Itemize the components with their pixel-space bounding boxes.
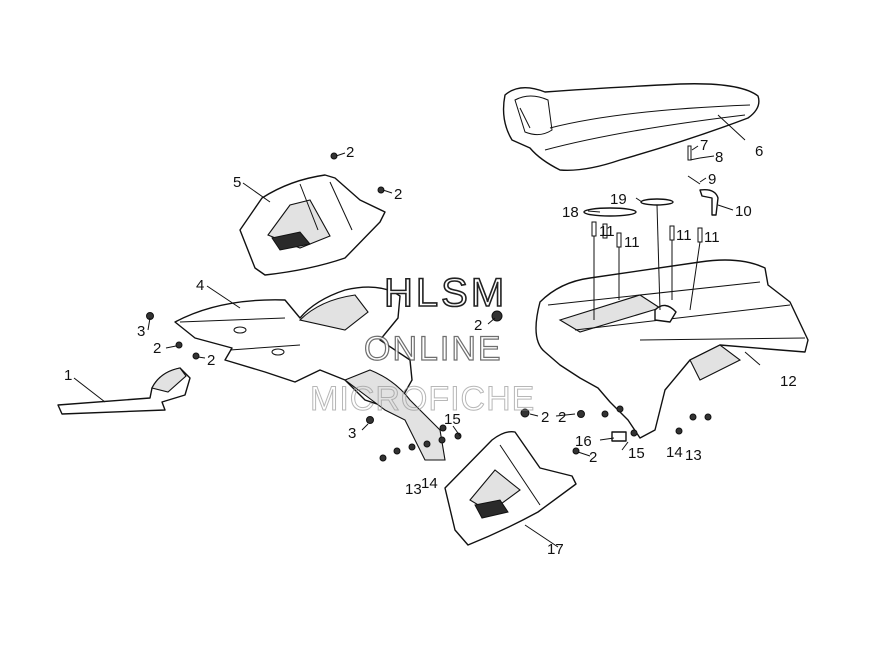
callout-2: 2	[394, 186, 402, 203]
callout-15: 15	[444, 411, 461, 428]
callout-13: 13	[405, 481, 422, 498]
rear-fender-part	[535, 259, 809, 439]
front-fender-part	[174, 286, 446, 461]
rear-side-cover-part	[444, 430, 577, 546]
watermark: HLSM ONLINE MICROFICHE	[310, 270, 535, 418]
callout-2: 2	[558, 409, 566, 426]
watermark-line3: MICROFICHE	[310, 380, 535, 418]
callout-2: 2	[207, 352, 215, 369]
callout-2: 2	[474, 317, 482, 334]
callout-10: 10	[735, 203, 752, 220]
callout-14: 14	[421, 475, 438, 492]
callout-4: 4	[196, 277, 204, 294]
callout-15: 15	[628, 445, 645, 462]
callout-1: 1	[64, 367, 72, 384]
callout-2: 2	[153, 340, 161, 357]
hardware-cluster	[583, 145, 719, 248]
callout-11: 11	[599, 223, 615, 240]
seat-part	[502, 83, 760, 171]
callout-labels: 1 3 2 2 4 5 2 2 2 6 7 8 9 10 19 18 11 11…	[64, 137, 797, 558]
leader-lines	[73, 114, 761, 548]
callout-11: 11	[704, 229, 720, 246]
callout-2: 2	[541, 409, 549, 426]
callout-7: 7	[700, 137, 708, 154]
callout-13: 13	[685, 447, 702, 464]
callout-19: 19	[610, 191, 627, 208]
callout-2: 2	[346, 144, 354, 161]
callout-3: 3	[137, 323, 145, 340]
callout-11: 11	[624, 234, 640, 251]
callout-14: 14	[666, 444, 683, 461]
callout-16: 16	[575, 433, 592, 450]
fasteners	[146, 152, 712, 462]
callout-3: 3	[348, 425, 356, 442]
callout-11: 11	[676, 227, 692, 244]
callout-8: 8	[715, 149, 723, 166]
callout-17: 17	[547, 541, 564, 558]
callout-18: 18	[562, 204, 579, 221]
watermark-line2: ONLINE	[364, 330, 503, 368]
footrest-plate-part	[57, 367, 191, 415]
callout-9: 9	[708, 171, 716, 188]
callout-6: 6	[755, 143, 763, 160]
front-upper-cover-part	[239, 174, 386, 276]
callout-12: 12	[780, 373, 797, 390]
watermark-line1: HLSM	[384, 271, 507, 315]
callout-5: 5	[233, 174, 241, 191]
callout-2: 2	[589, 449, 597, 466]
